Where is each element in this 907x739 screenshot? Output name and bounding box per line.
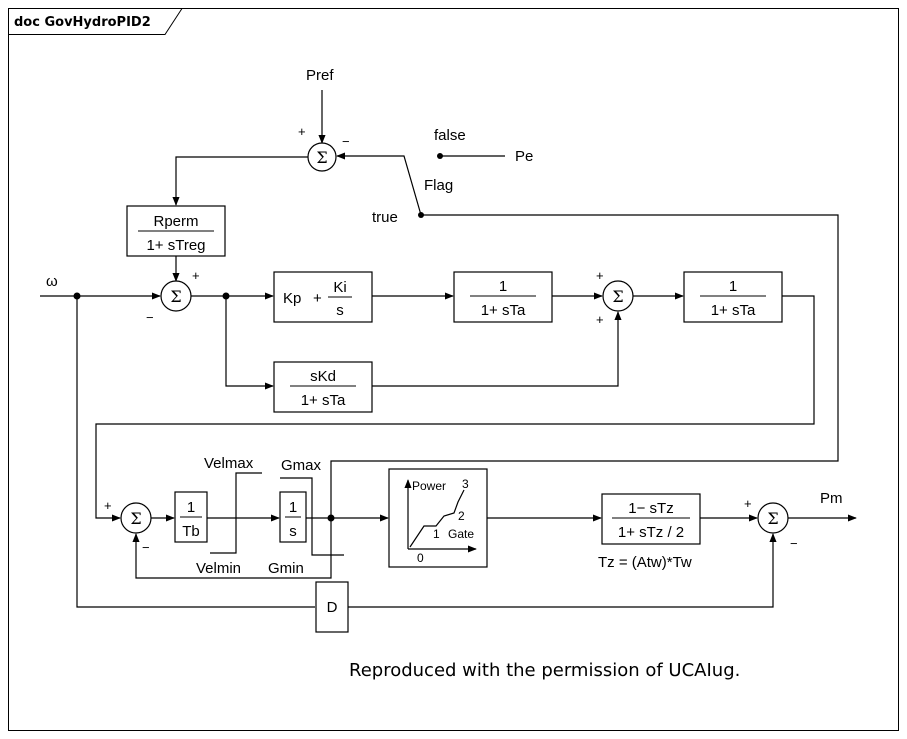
title-tab	[8, 8, 183, 35]
false-label: false	[434, 127, 466, 144]
block-d	[315, 581, 349, 633]
switch-arm	[336, 152, 422, 216]
pi-den: s	[336, 302, 344, 319]
sum-main-minus: −	[146, 310, 154, 325]
integ-num: 1	[289, 499, 297, 516]
sum-pref-plus: +	[298, 124, 306, 139]
curve-two-label: 2	[458, 509, 465, 523]
integ-den: s	[289, 523, 297, 540]
pm-label: Pm	[820, 490, 843, 507]
diagram-title: doc GovHydroPID2	[14, 15, 151, 30]
wire-deriv-to-sum	[372, 311, 622, 387]
flag-label: Flag	[424, 177, 453, 194]
sum-out-plus: +	[744, 496, 752, 511]
wire-omega-to-d	[76, 296, 315, 608]
wire-error-to-deriv	[225, 296, 274, 390]
deriv-num: sKd	[310, 368, 336, 385]
wire-gate-to-sum	[132, 518, 332, 579]
sum-pid-plus-top: +	[596, 268, 604, 283]
sum-out-sigma: Σ	[767, 509, 778, 528]
rperm-den: 1+ sTreg	[146, 237, 205, 254]
curve-zero-label: 0	[417, 551, 424, 565]
tb-num: 1	[187, 499, 195, 516]
sum-main-plus: +	[192, 268, 200, 283]
d-label: D	[327, 599, 338, 616]
block-turbine	[601, 493, 701, 545]
curve-line	[409, 489, 465, 548]
velmax-label: Velmax	[204, 455, 254, 472]
gmax-label: Gmax	[281, 457, 322, 474]
deriv-den: 1+ sTa	[301, 392, 346, 409]
sum-gate-plus: +	[104, 498, 112, 513]
curve-three-label: 3	[462, 477, 469, 491]
rperm-num: Rperm	[153, 213, 198, 230]
lag2-num: 1	[729, 278, 737, 295]
block-lag2	[683, 271, 783, 323]
block-pi	[273, 271, 373, 323]
pi-num: Ki	[333, 279, 346, 296]
sum-gate-minus: −	[142, 540, 150, 555]
curve-gate-label: Gate	[448, 527, 474, 541]
limiter-velocity	[210, 472, 262, 554]
wire-lag2-out	[95, 295, 815, 522]
tb-den: Tb	[182, 523, 200, 540]
pe-label: Pe	[515, 148, 533, 165]
sum-gate-sigma: Σ	[130, 509, 141, 528]
velmin-label: Velmin	[196, 560, 241, 577]
sum-pid-plus-bottom: +	[596, 312, 604, 327]
sum-pref-minus: −	[342, 134, 350, 149]
wire-sum-to-rperm	[172, 156, 308, 206]
curve-power-label: Power	[412, 479, 446, 493]
sum-out-minus: −	[790, 536, 798, 551]
pi-plus: +	[313, 290, 322, 307]
gmin-label: Gmin	[268, 560, 304, 577]
block-deriv	[273, 361, 373, 413]
lag1-num: 1	[499, 278, 507, 295]
wire-gate-feedback	[330, 214, 839, 518]
wire-d-to-sum	[348, 533, 777, 608]
sum-pref-sigma: Σ	[316, 148, 327, 167]
limiter-gate	[280, 477, 344, 556]
turbine-num: 1− sTz	[628, 500, 673, 517]
true-label: true	[372, 209, 398, 226]
tz-note: Tz = (Atw)*Tw	[598, 554, 692, 571]
sum-main-sigma: Σ	[170, 287, 181, 306]
omega-label: ω	[46, 273, 58, 290]
curve-one-label: 1	[433, 527, 440, 541]
credit-note: Reproduced with the permission of UCAIug…	[349, 660, 740, 681]
pref-label: Pref	[306, 67, 334, 84]
sum-pid-sigma: Σ	[612, 287, 623, 306]
frame-border	[8, 8, 899, 731]
pi-kp: Kp	[283, 290, 301, 307]
turbine-den: 1+ sTz / 2	[618, 524, 684, 541]
lag1-den: 1+ sTa	[481, 302, 526, 319]
lag2-den: 1+ sTa	[711, 302, 756, 319]
block-lag1	[453, 271, 553, 323]
